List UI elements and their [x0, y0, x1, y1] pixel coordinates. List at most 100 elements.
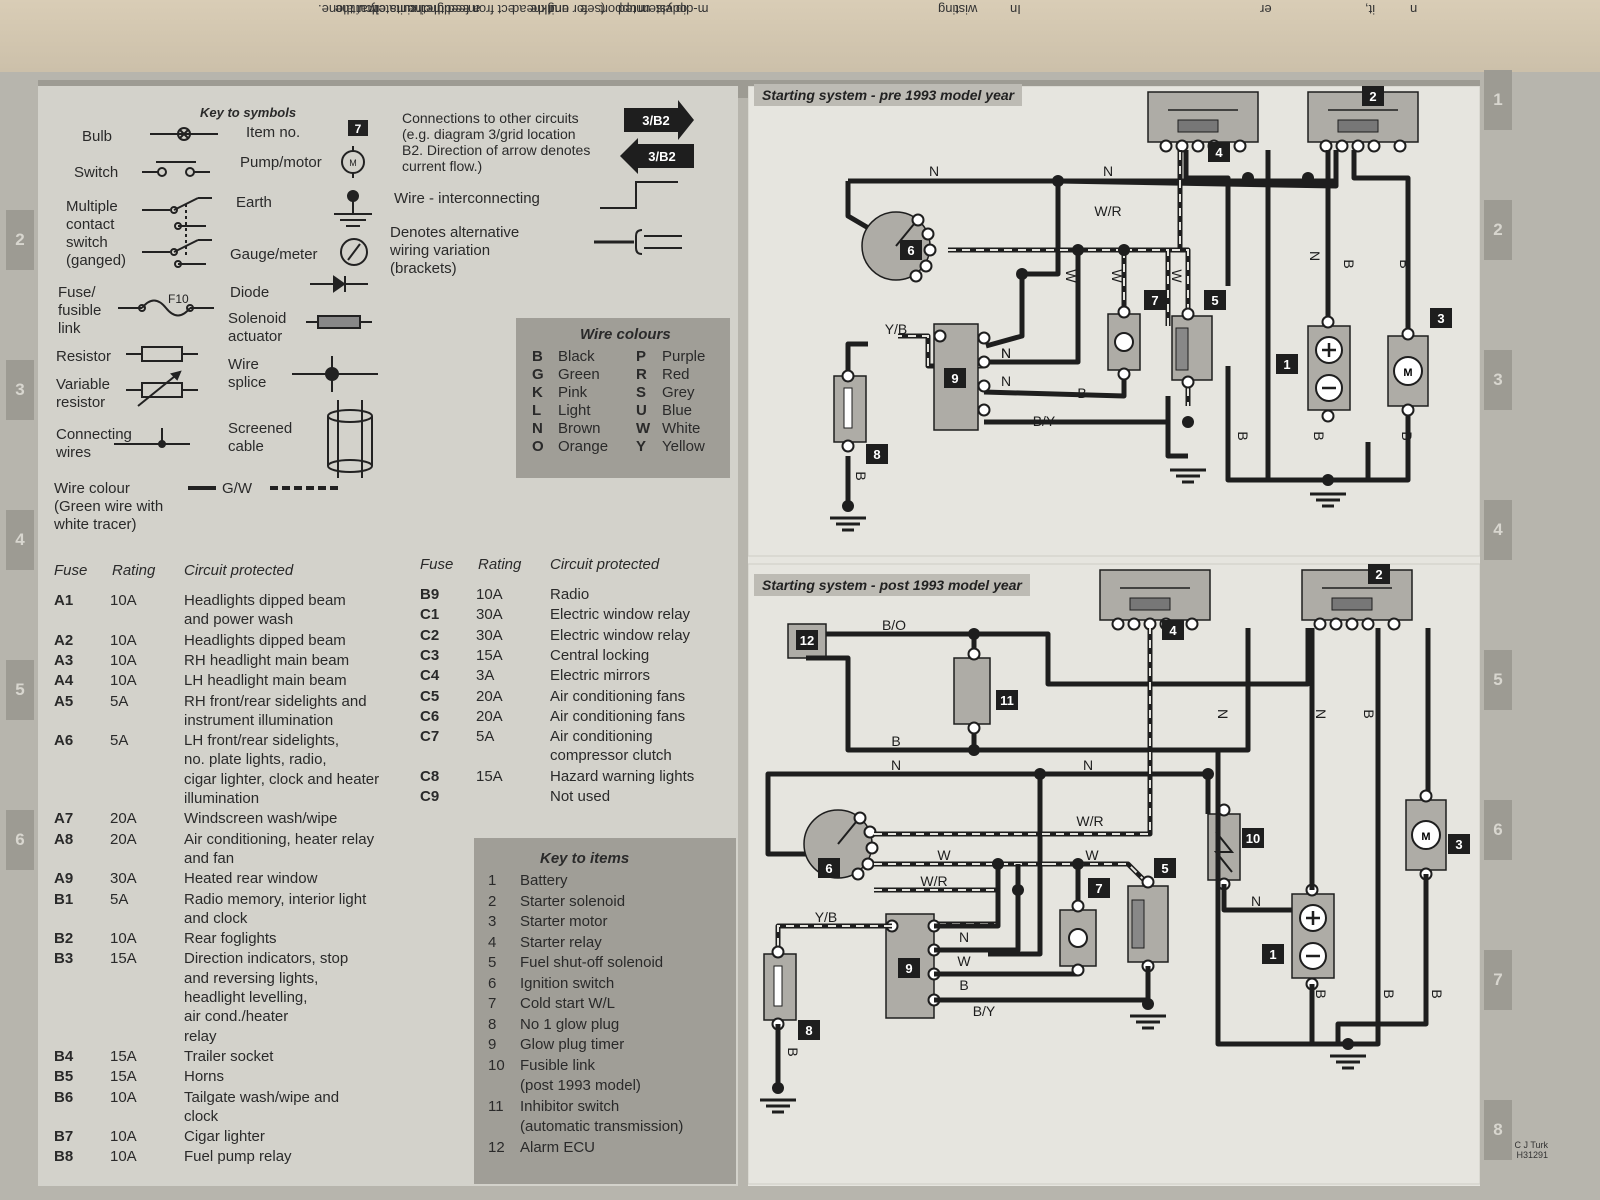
terminal [1393, 139, 1407, 153]
terminal [1181, 375, 1195, 389]
wire-colour-code: U [636, 402, 647, 419]
wire-label: B [959, 977, 968, 993]
terminal [919, 259, 933, 273]
wire-label: Y/B [815, 909, 838, 925]
fuse-id: B9 [420, 586, 440, 603]
terminal [977, 331, 991, 345]
terminal [1419, 789, 1433, 803]
fuse-id: B8 [54, 1148, 74, 1166]
item-badge-number: 1 [1269, 947, 1276, 962]
wire-label: B/O [882, 617, 906, 633]
item-badge-number: 11 [1000, 693, 1014, 708]
item-number: 10 [488, 1056, 505, 1074]
fuse-circuit: Air conditioning [550, 728, 653, 746]
symbol-key-drawings: 7 M 3/B2 3/B2 F10 [114, 100, 694, 490]
wire [1057, 150, 1339, 189]
wire-label: N [1307, 251, 1323, 261]
ignition-switch-arm [837, 821, 857, 845]
item-badge-number: 6 [825, 861, 832, 876]
fuse-circuit: Heated rear window [184, 870, 318, 888]
wire-label: W [1085, 847, 1099, 863]
fuse-circuit: Headlights dipped beam [184, 592, 346, 609]
credit-line: C J Turk [1514, 1140, 1548, 1150]
plus-sign [1306, 911, 1320, 925]
fuse-symbol-label: Fuse/ [58, 284, 96, 301]
wire-colour-code: S [636, 384, 647, 401]
prev-page-text: In [1010, 2, 1021, 17]
item-badge-number: 6 [907, 243, 914, 258]
item-badge-number: 7 [1151, 293, 1158, 308]
terminal [1159, 139, 1173, 153]
terminal [841, 369, 855, 383]
terminal [1111, 617, 1125, 631]
wire-splice [1182, 416, 1194, 428]
wire-colour-name: Orange [558, 438, 609, 455]
grid-row-tab: 5 [1484, 650, 1512, 710]
fuse-id: B1 [54, 890, 74, 908]
item-name: Ignition switch [520, 974, 615, 992]
wire [1265, 150, 1371, 483]
fuse-id: C4 [420, 667, 440, 685]
wire-colour-name: Yellow [662, 438, 705, 455]
plus-sign [1322, 343, 1336, 357]
fuse-rating: 20A [476, 707, 503, 725]
fuse-symbol-label: fusible [58, 302, 102, 319]
glow-plug-element [843, 387, 853, 429]
prev-page-text: er [1260, 2, 1272, 17]
wire [1165, 422, 1188, 459]
variable-resistor-label: Variable [56, 376, 110, 393]
wire-tracer [1124, 249, 1169, 326]
alt-wiring-label: (brackets) [390, 260, 457, 277]
item-badge [1430, 308, 1452, 328]
wire-label: N [1001, 345, 1011, 361]
terminal [1141, 875, 1155, 889]
grid-row-tab: 1 [1484, 70, 1512, 130]
fuse-id: C5 [420, 687, 440, 705]
screened-cable-label: cable [228, 438, 264, 455]
wire-colour-code: R [636, 366, 647, 383]
fuse-rating: 5A [110, 890, 129, 908]
fuse-id: C7 [420, 728, 440, 746]
fuse-id: C2 [420, 626, 440, 644]
wire-tracer [1048, 863, 1149, 885]
item-badge [1362, 86, 1384, 106]
fuse-rating: 10A [110, 1128, 137, 1146]
fuse-rating: 10A [110, 592, 137, 609]
wire-colour-code: K [532, 384, 543, 401]
item-name: (post 1993 model) [520, 1077, 641, 1094]
wire-colour-code: G [532, 366, 544, 383]
terminal [1181, 307, 1195, 321]
terminal [865, 841, 879, 855]
prev-page-text: n [1410, 2, 1418, 17]
wire [1309, 984, 1348, 1047]
fuse-label: F10 [168, 292, 189, 306]
top-diagram-title: Starting system - pre 1993 model year [754, 84, 1023, 106]
wire-label: W/R [920, 873, 947, 889]
fuse-rating: 5A [476, 728, 495, 746]
wire [1183, 150, 1231, 286]
wire-splice [1118, 244, 1130, 256]
solenoid-label: actuator [228, 328, 283, 345]
wire [765, 771, 812, 857]
item-badge-number: 7 [1095, 881, 1102, 896]
grid-row-tab: 8 [1484, 1100, 1512, 1160]
wire-label: B [1235, 431, 1251, 440]
wire-splice [1322, 474, 1334, 486]
item-number: 1 [488, 872, 497, 889]
wire [1215, 628, 1381, 1047]
fuse-id: A6 [54, 732, 74, 750]
wire-tracer [948, 150, 1181, 251]
wire-label: B [891, 733, 900, 749]
fuse-circuit: Air conditioning fans [550, 687, 686, 705]
grid-row-tab: 7 [1484, 950, 1512, 1010]
fuse-header: Fuse [54, 562, 88, 579]
fuse-id: C6 [420, 707, 440, 725]
terminal [909, 269, 923, 283]
resistor-label: Resistor [56, 348, 112, 365]
wire-label: W/R [1094, 203, 1121, 219]
fuse-rating: 5A [110, 692, 129, 710]
wire-splice [968, 744, 980, 756]
fuse-circuit: compressor clutch [550, 747, 672, 765]
splice-label: Wire [228, 356, 259, 373]
